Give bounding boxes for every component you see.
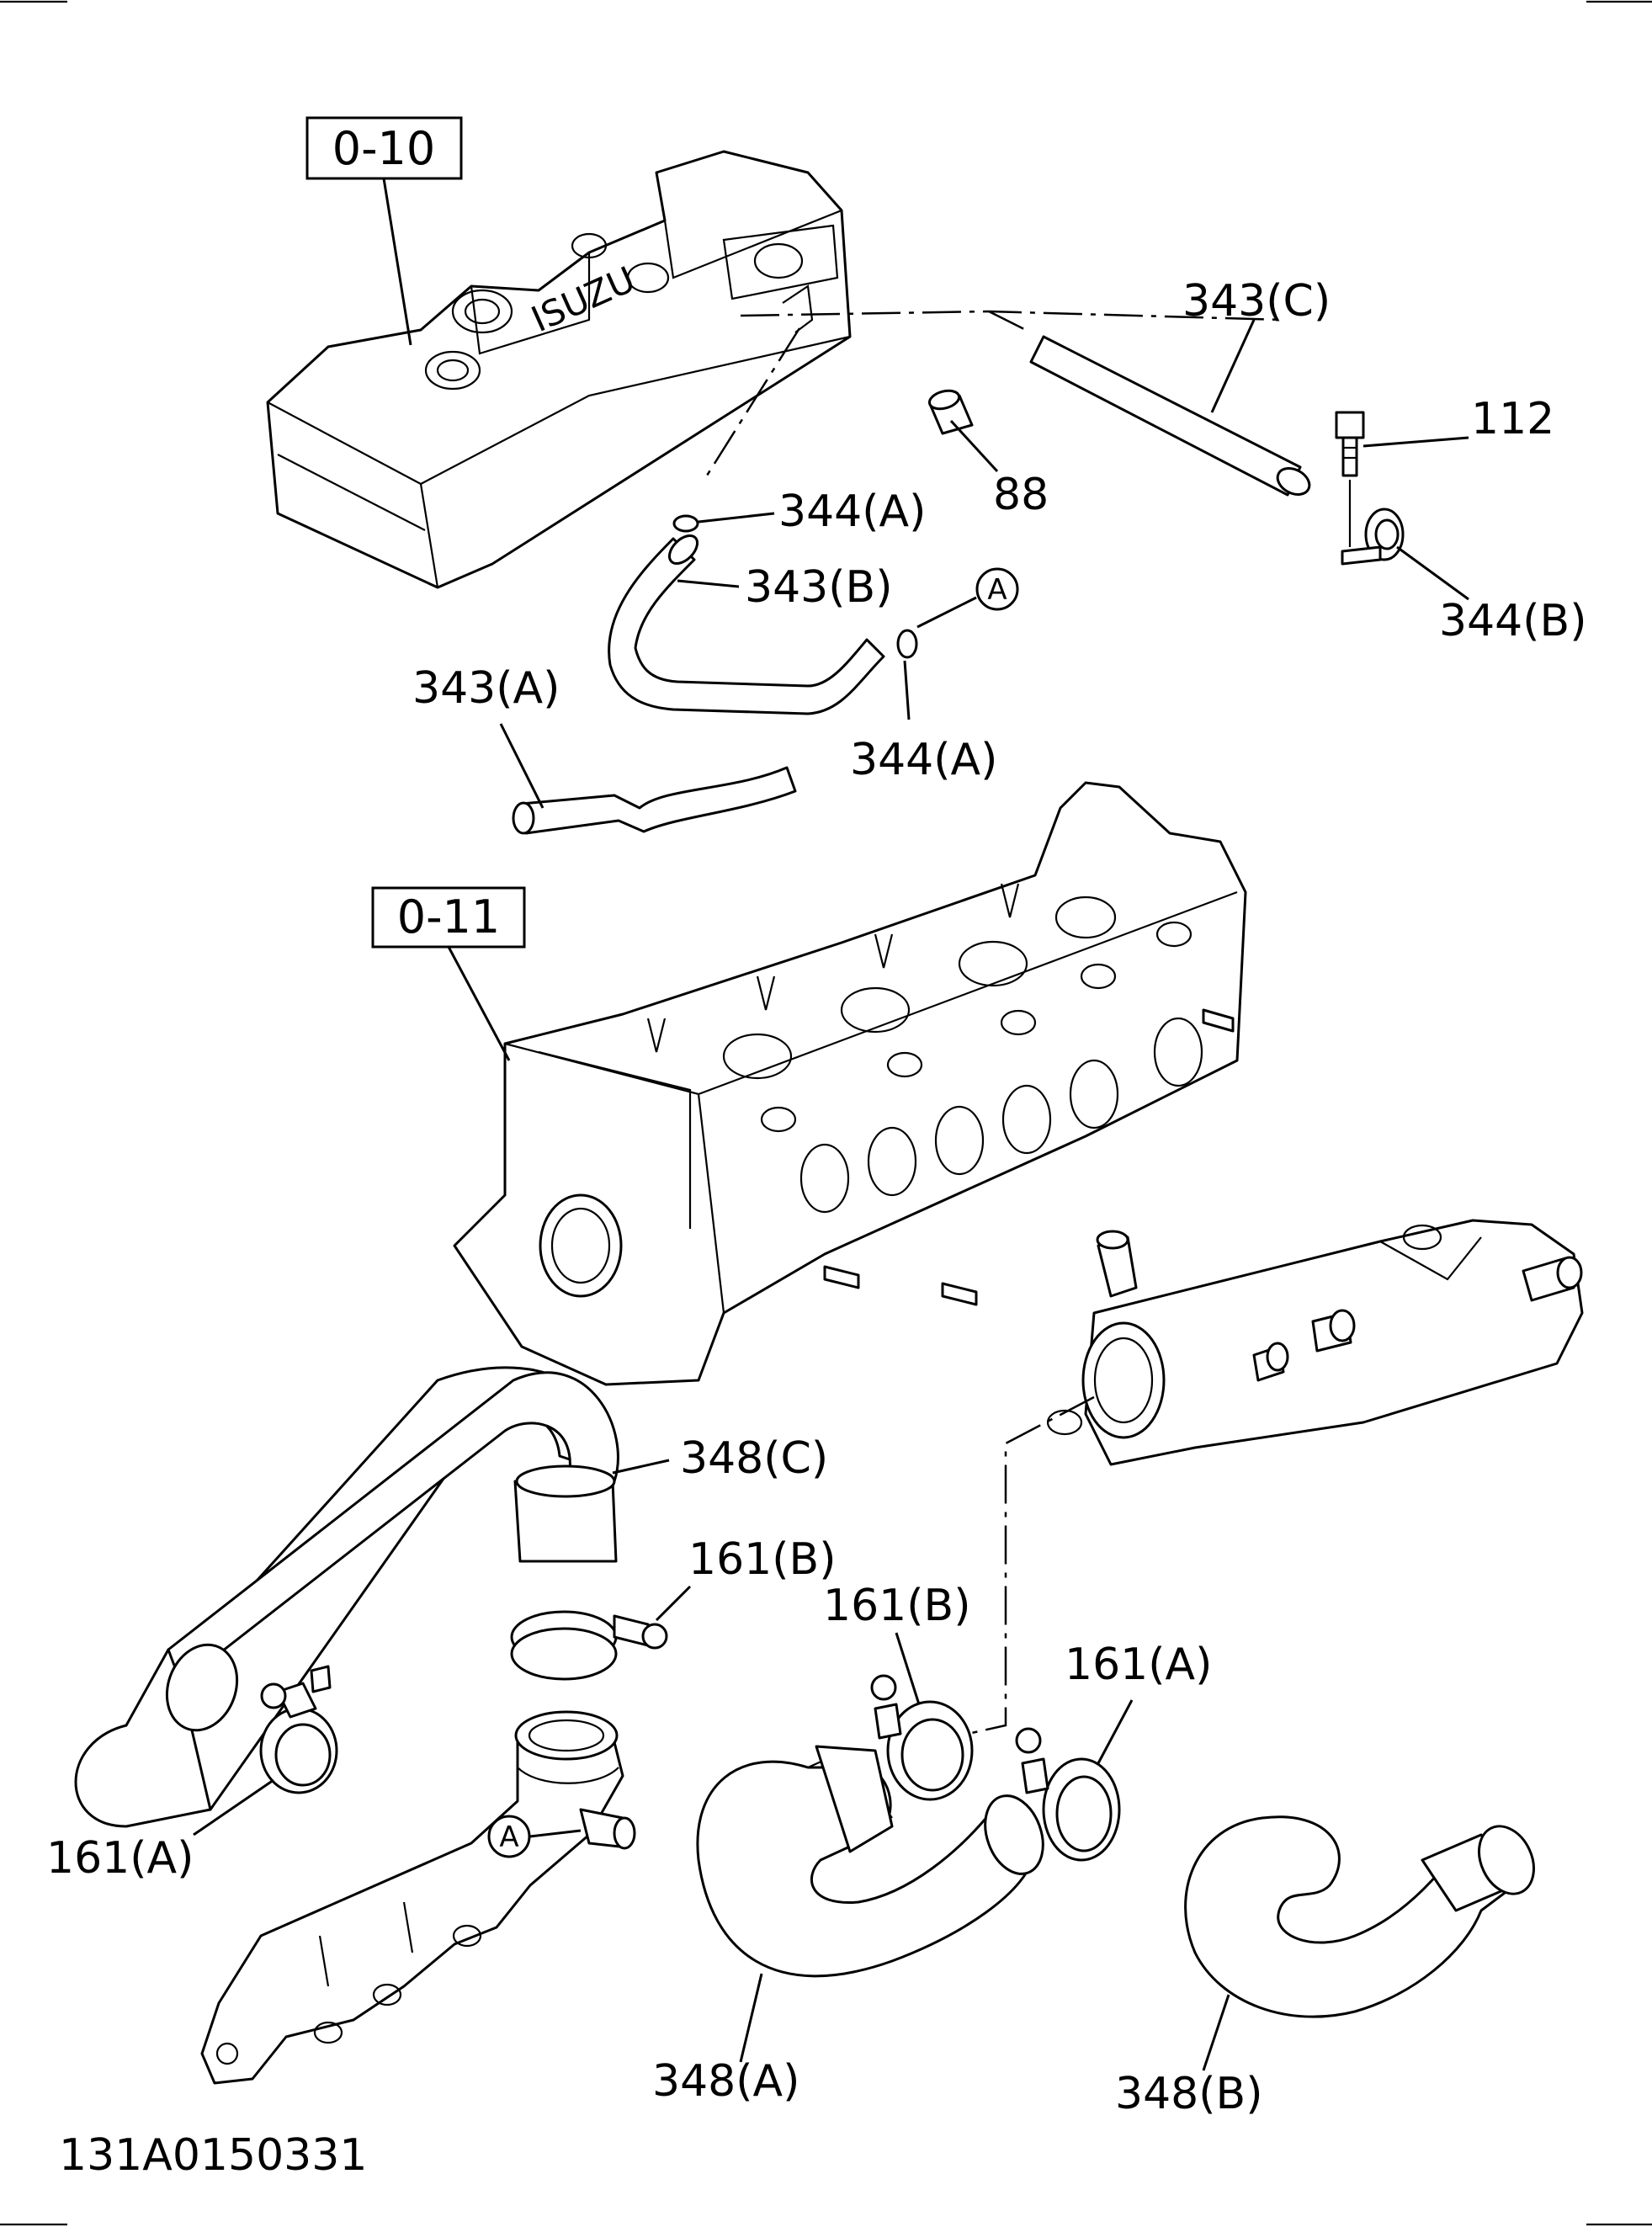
rocker-cover: ISUZU	[266, 150, 852, 589]
callout-344b: 344(B)	[1439, 596, 1587, 646]
callout-343b: 343(B)	[745, 562, 893, 613]
clamp-161a-right	[1015, 1727, 1121, 1862]
clamp-161b-left	[510, 1610, 668, 1681]
bolt-112	[1335, 411, 1365, 477]
hose-343c	[1029, 335, 1311, 497]
marker-a-upper: A	[975, 567, 1019, 611]
connector-line	[988, 310, 1032, 334]
callout-348c: 348(C)	[680, 1433, 828, 1484]
callout-348b: 348(B)	[1115, 2069, 1263, 2119]
callout-344a-lower: 344(A)	[850, 735, 997, 785]
clamp-161b-right	[870, 1674, 974, 1801]
callout-112: 112	[1471, 394, 1554, 444]
clamp-344a-upper	[672, 514, 699, 533]
callout-343c: 343(C)	[1182, 276, 1331, 327]
hose-348b	[1184, 1815, 1535, 2018]
callout-348a: 348(A)	[652, 2056, 799, 2107]
drawing-number: 131A0150331	[59, 2130, 367, 2181]
intake-manifold	[200, 1710, 636, 2085]
callout-88: 88	[993, 470, 1049, 520]
ref-box-0-10: 0-10	[305, 116, 463, 346]
plug-88	[927, 389, 974, 435]
cylinder-head	[453, 781, 1247, 1386]
ref-label-0-10: 0-10	[332, 122, 436, 175]
callout-161b-left: 161(B)	[688, 1534, 837, 1585]
marker-a-lower-text: A	[499, 1820, 518, 1854]
marker-a-upper-text: A	[987, 573, 1007, 607]
connector-line	[967, 1395, 1095, 1735]
callout-161b-right: 161(B)	[823, 1581, 971, 1631]
marker-a-lower: A	[487, 1815, 531, 1858]
ref-label-0-11: 0-11	[397, 890, 501, 943]
callout-labels: 343(C) 112 88 344(A) 343(B) 344(B) 343(A…	[46, 276, 1587, 2119]
hose-343a	[512, 766, 797, 835]
hose-343b	[608, 534, 885, 715]
leader-lines	[193, 319, 1469, 2071]
callout-343a: 343(A)	[412, 663, 560, 714]
clamp-161a-left	[259, 1665, 338, 1794]
hose-348a	[696, 1745, 1044, 1978]
callout-161a-right: 161(A)	[1065, 1640, 1212, 1690]
clamp-344a-lower	[896, 629, 918, 659]
clip-344b	[1341, 508, 1405, 566]
callout-344a-upper: 344(A)	[778, 486, 926, 537]
ref-box-0-11: 0-11	[371, 886, 526, 1061]
connector-line	[705, 327, 801, 476]
hose-348c	[74, 1366, 619, 1828]
callout-161a-left: 161(A)	[46, 1833, 194, 1884]
intake-pipe	[1046, 1219, 1584, 1466]
